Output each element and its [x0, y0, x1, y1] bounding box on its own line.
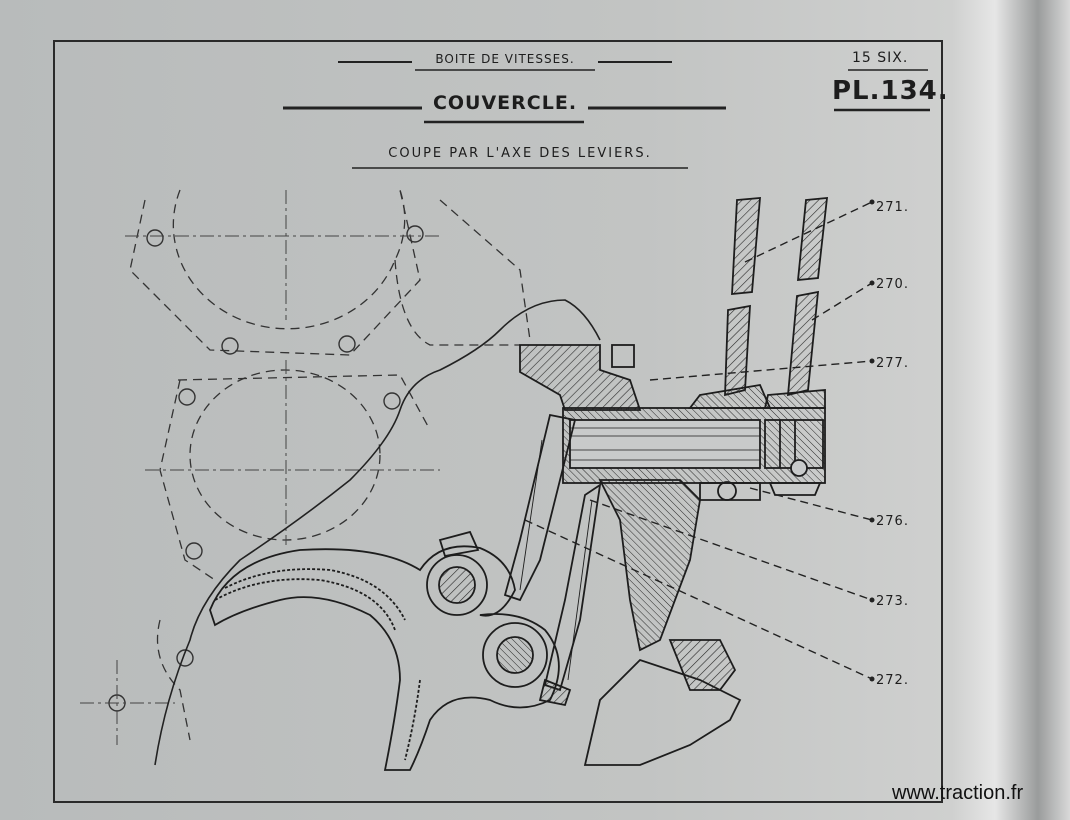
selector-levers: [688, 196, 829, 409]
casing-break-line: [154, 299, 601, 766]
leader-lines: [524, 201, 873, 680]
plate-number: PL.134.: [832, 76, 949, 106]
lever-shaft: [562, 407, 826, 501]
callout-270: 270.: [876, 277, 909, 292]
cover-casting: [519, 344, 742, 766]
callout-276: 276.: [876, 514, 909, 529]
header-rules: [283, 61, 930, 169]
callout-272: 272.: [876, 673, 909, 688]
watermark: www.traction.fr: [892, 782, 1024, 804]
drawing-subtitle: COUPE PAR L'AXE DES LEVIERS.: [388, 146, 652, 161]
phantom-outlines: [129, 189, 531, 741]
centerlines: [80, 190, 440, 745]
fork-arms: [503, 413, 602, 707]
shift-fork: [209, 530, 560, 771]
leader-dots: [869, 199, 875, 682]
callout-277: 277.: [876, 356, 909, 371]
callout-271: 271.: [876, 200, 909, 215]
section-title: BOITE DE VITESSES.: [435, 52, 575, 66]
callout-273: 273.: [876, 594, 909, 609]
drawing-frame: [53, 40, 943, 803]
model-label: 15 SIX.: [852, 50, 909, 66]
drawing-title: COUVERCLE.: [432, 92, 578, 114]
